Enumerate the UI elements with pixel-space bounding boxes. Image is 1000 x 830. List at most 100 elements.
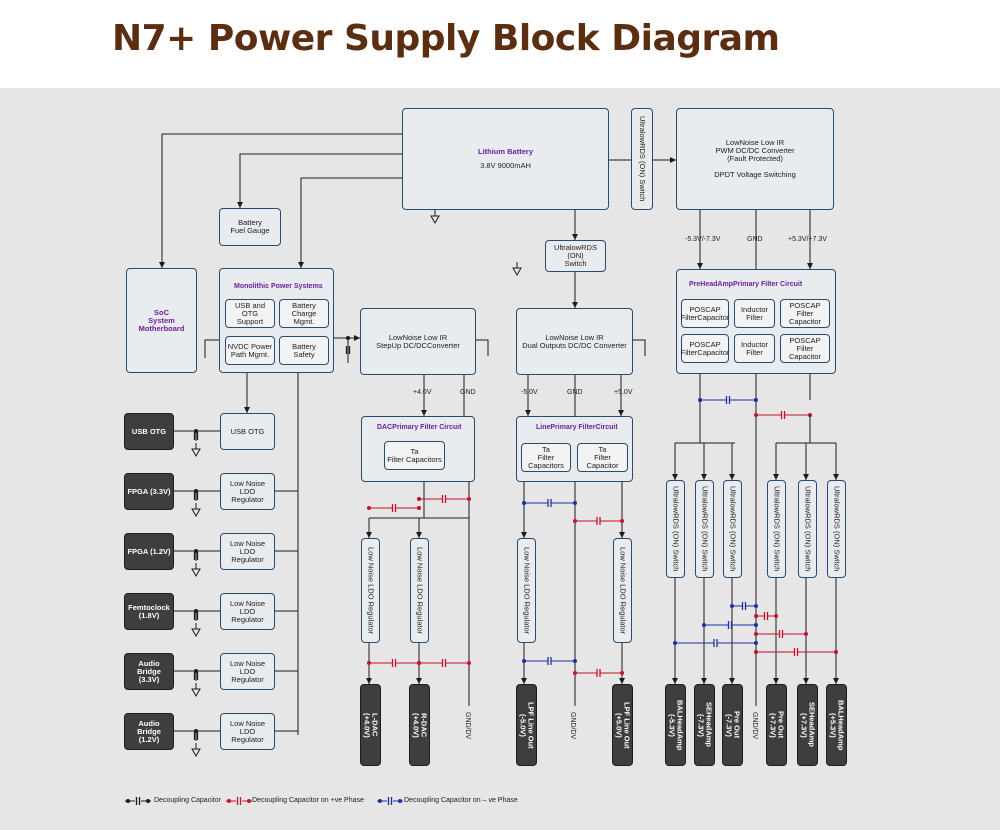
arrow-down: [366, 532, 372, 538]
arrow-down: [416, 678, 422, 684]
out-se-pos: SEHeadAmp (+7.3V): [797, 684, 818, 766]
junction-dot: [754, 623, 758, 627]
junction-dot: [754, 413, 758, 417]
poscap-br: POSCAP Filter Capacitor: [780, 334, 830, 363]
junction-dot: [417, 506, 421, 510]
arrow-down: [773, 474, 779, 480]
load-fpga-3v3: FPGA (3.3V): [124, 473, 174, 510]
junction-dot: [702, 623, 706, 627]
junction-dot: [834, 650, 838, 654]
legend-blue: Decoupling Capacitor on – ve Phase: [404, 797, 518, 804]
junction-dot: [367, 506, 371, 510]
junction-dot: [367, 661, 371, 665]
arrow-down: [572, 234, 578, 240]
rail-stepup-pos: +4.0V: [413, 389, 432, 396]
out-r-dac: R-DAC (+4.0V): [409, 684, 430, 766]
urds-switch-3: UltralowRDS (ON) Switch: [723, 480, 742, 578]
out-lpf-r: LPF Line Out (+5.0V): [612, 684, 633, 766]
urds-switch-2: UltralowRDS (ON) Switch: [695, 480, 714, 578]
ldo-lpf-l: Low Noise LDO Regulator: [517, 538, 536, 643]
junction-dot: [467, 497, 471, 501]
ground-symbol: [191, 748, 201, 758]
load-usb-otg: USB OTG: [124, 413, 174, 450]
battery-name: Lithium Battery: [477, 147, 533, 156]
junction-dot: [247, 799, 251, 803]
legend-red: Decoupling Capacitor on +ve Phase: [252, 797, 364, 804]
connection-lines: [125, 133, 839, 805]
wire-2: [300, 177, 402, 268]
gnd-dv-2: GND/DV: [569, 712, 576, 740]
arrow-down: [773, 678, 779, 684]
arrow-down: [416, 532, 422, 538]
junction-dot: [417, 497, 421, 501]
poscap-tl: POSCAP FilterCapacitor: [681, 299, 729, 328]
arrow-down: [701, 678, 707, 684]
junction-dot: [730, 604, 734, 608]
ldo-l-dac: Low Noise LDO Regulator: [361, 538, 380, 643]
urds-switch-1: UltralowRDS (ON) Switch: [666, 480, 685, 578]
junction-dot: [146, 799, 150, 803]
rail-stepup-gnd: GND: [460, 389, 476, 396]
arrow-down: [833, 474, 839, 480]
stepup-dcdc-converter: LowNoise Low IR StepUp DC/DCConverter: [360, 308, 476, 375]
page-title: N7+ Power Supply Block Diagram: [112, 18, 780, 59]
urds-switch-5: UltralowRDS (ON) Switch: [798, 480, 817, 578]
rail-pwm-neg: -5.3V/-7.3V: [685, 236, 721, 243]
arrow-down: [729, 474, 735, 480]
ultralow-rds-switch-mid: UltralowRDS (ON) Switch: [545, 240, 606, 272]
out-lpf-l: LPF Line Out (-5.0V): [516, 684, 537, 766]
junction-dot: [754, 604, 758, 608]
pwm-converter-label: LowNoise Low IR PWM DC/DC Converter (Fau…: [715, 138, 795, 163]
ldo-lpf-r: Low Noise LDO Regulator: [613, 538, 632, 643]
inductor-filter-b: Inductor Filter: [734, 334, 775, 363]
arrow-down: [619, 532, 625, 538]
arrow-right: [670, 157, 676, 163]
arrow-down: [366, 678, 372, 684]
junction-dot: [126, 799, 130, 803]
rail-dual-pos: +5.0V: [614, 389, 633, 396]
gnd-dv-3: GND/DV: [751, 712, 758, 740]
junction-dot: [573, 659, 577, 663]
inductor-filter-t: Inductor Filter: [734, 299, 775, 328]
wire-14: [204, 339, 219, 358]
load-fpga-1v2: FPGA (1.2V): [124, 533, 174, 570]
ground-symbol: [191, 568, 201, 578]
load-femtoclock: Femtoclock (1.8V): [124, 593, 174, 630]
out-se-neg: SEHeadAmp (-7.3V): [694, 684, 715, 766]
arrow-down: [521, 678, 527, 684]
wire-1: [239, 153, 402, 208]
junction-dot: [754, 614, 758, 618]
ldo-r-dac: Low Noise LDO Regulator: [410, 538, 429, 643]
battery-spec: 3.8V 9000mAH: [480, 161, 531, 170]
urds-switch-6: UltralowRDS (ON) Switch: [827, 480, 846, 578]
ldo-fpga-1v2: Low Noise LDO Regulator: [220, 533, 275, 570]
ultralow-rds-switch-top: UltralowRDS (ON) Switch: [631, 108, 653, 210]
junction-dot: [573, 519, 577, 523]
junction-dot: [754, 398, 758, 402]
junction-dot: [573, 671, 577, 675]
arrow-down: [421, 410, 427, 416]
battery-fuel-gauge: Battery Fuel Gauge: [219, 208, 281, 246]
line-ta-caps-r: Ta Filter Capacitor: [577, 443, 628, 472]
arrow-down: [803, 678, 809, 684]
line-ta-caps-l: Ta Filter Capacitors: [521, 443, 571, 472]
junction-dot: [673, 641, 677, 645]
arrow-down: [672, 678, 678, 684]
usb-otg-block: USB OTG: [220, 413, 275, 450]
rail-pwm-gnd: GND: [747, 236, 763, 243]
nvdc-power-path: NVDC Power Path Mgmt.: [225, 336, 275, 365]
ldo-audio-bridge-3v3: Low Noise LDO Regulator: [220, 653, 275, 690]
junction-dot: [378, 799, 382, 803]
rail-pwm-pos: +5.3V/+7.3V: [788, 236, 827, 243]
arrow-right: [354, 335, 360, 341]
arrow-down: [618, 410, 624, 416]
junction-dot: [754, 650, 758, 654]
ground-symbol: [191, 628, 201, 638]
arrow-down: [807, 263, 813, 269]
preamp-title: PreHeadAmpPrimary Filter Circuit: [689, 281, 803, 288]
arrow-down: [619, 678, 625, 684]
ground-symbol: [191, 508, 201, 518]
ldo-femtoclock: Low Noise LDO Regulator: [220, 593, 275, 630]
ground-symbol: [512, 267, 522, 277]
arrow-down: [521, 532, 527, 538]
